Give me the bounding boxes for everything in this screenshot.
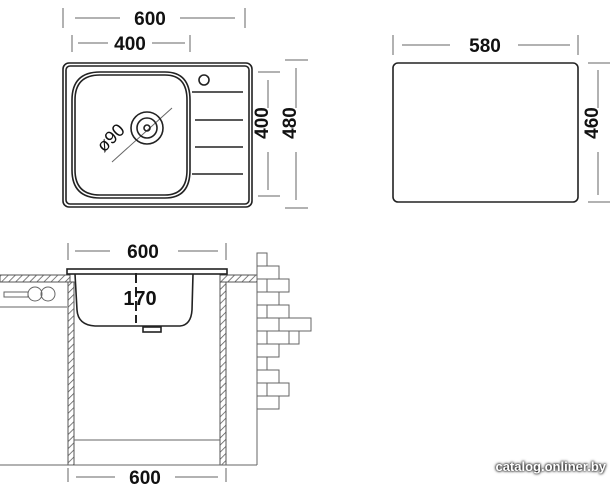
cutout-rect xyxy=(392,62,579,203)
drain-diameter: ø90 xyxy=(93,120,129,156)
bowl xyxy=(71,71,191,199)
dim-bowl-400: 400 xyxy=(114,34,146,55)
sink-outline xyxy=(62,62,253,208)
dim-cutout-460: 460 xyxy=(582,107,603,139)
bowl-profile xyxy=(74,273,194,327)
side-view: 600 170 600 xyxy=(0,242,312,488)
cabinet-wall-left xyxy=(67,281,75,466)
dim-depth-480: 480 xyxy=(280,107,301,139)
tap-hole xyxy=(198,74,210,86)
sink-flange xyxy=(66,268,228,275)
top-view: 600 400 ø90 400 480 xyxy=(62,8,308,209)
watermark: catalog.onliner.by xyxy=(495,459,606,474)
dim-cutout-580: 580 xyxy=(469,36,501,57)
brick-wall xyxy=(256,252,312,410)
cutout-view: 580 460 xyxy=(392,35,610,203)
dim-depth-400: 400 xyxy=(252,107,273,139)
cabinet-wall-right xyxy=(219,281,227,466)
drainer-grooves xyxy=(192,91,243,175)
dim-cabinet-600: 600 xyxy=(129,468,161,488)
dim-width-600: 600 xyxy=(134,9,166,30)
dim-side-600: 600 xyxy=(127,242,159,263)
drain-icon xyxy=(130,111,164,145)
dim-bowl-depth-170: 170 xyxy=(123,288,156,310)
